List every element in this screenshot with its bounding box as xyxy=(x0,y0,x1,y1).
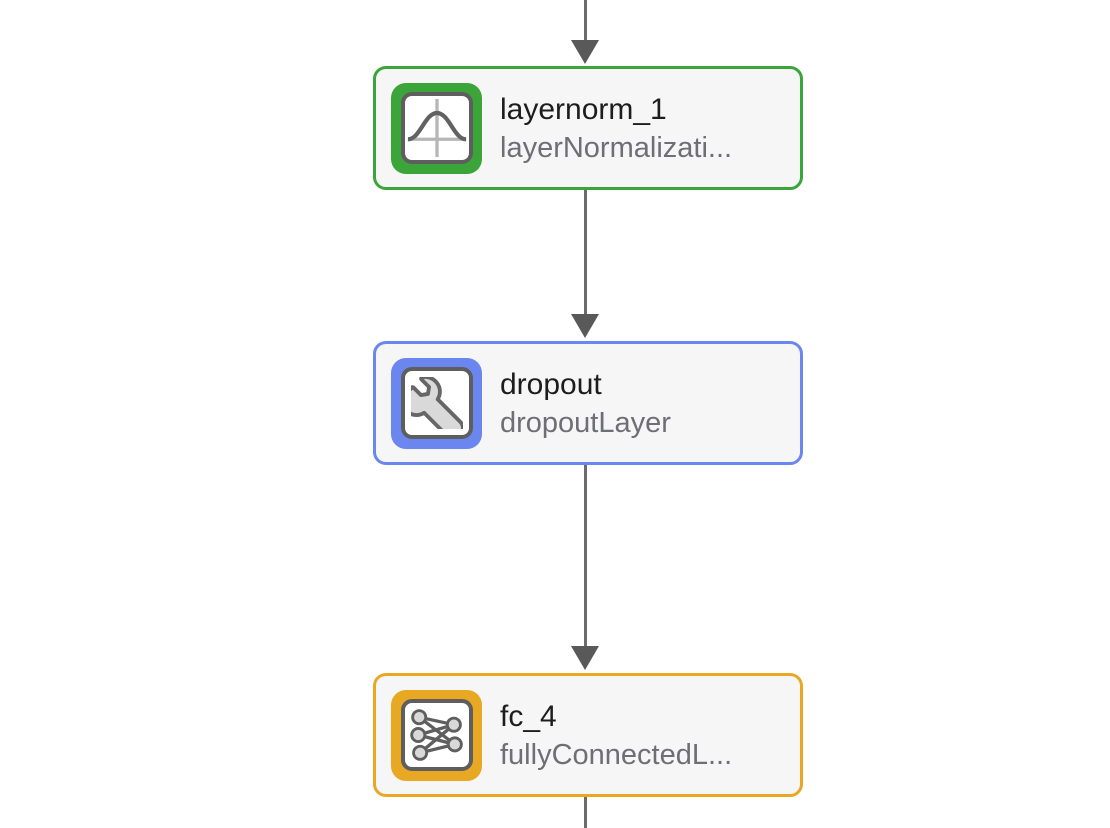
fully-connected-icon-glyph xyxy=(400,699,473,771)
layer-node-dropout[interactable]: dropout dropoutLayer xyxy=(373,341,803,465)
layer-name-label: fc_4 xyxy=(500,699,557,733)
wrench-icon-glyph xyxy=(400,367,473,439)
arrow-down-icon xyxy=(571,646,599,670)
arrow-down-icon xyxy=(571,40,599,64)
layer-node-layernorm[interactable]: layernorm_1 layerNormalizati... xyxy=(373,66,803,190)
wrench-icon xyxy=(391,357,482,449)
layer-normalization-icon xyxy=(391,82,482,174)
connector-line xyxy=(584,797,587,828)
layer-node-fc[interactable]: fc_4 fullyConnectedL... xyxy=(373,673,803,797)
connector-line xyxy=(584,465,587,648)
layer-type-label: dropoutLayer xyxy=(500,406,671,439)
layer-type-label: layerNormalizati... xyxy=(500,131,733,164)
arrow-down-icon xyxy=(571,314,599,338)
layer-name-label: dropout xyxy=(500,367,602,401)
layer-name-label: layernorm_1 xyxy=(500,92,667,126)
fully-connected-icon xyxy=(391,689,482,781)
connector-line xyxy=(584,190,587,316)
layer-normalization-icon-glyph xyxy=(400,92,473,164)
connector-line xyxy=(584,0,587,42)
layer-type-label: fullyConnectedL... xyxy=(500,738,733,771)
